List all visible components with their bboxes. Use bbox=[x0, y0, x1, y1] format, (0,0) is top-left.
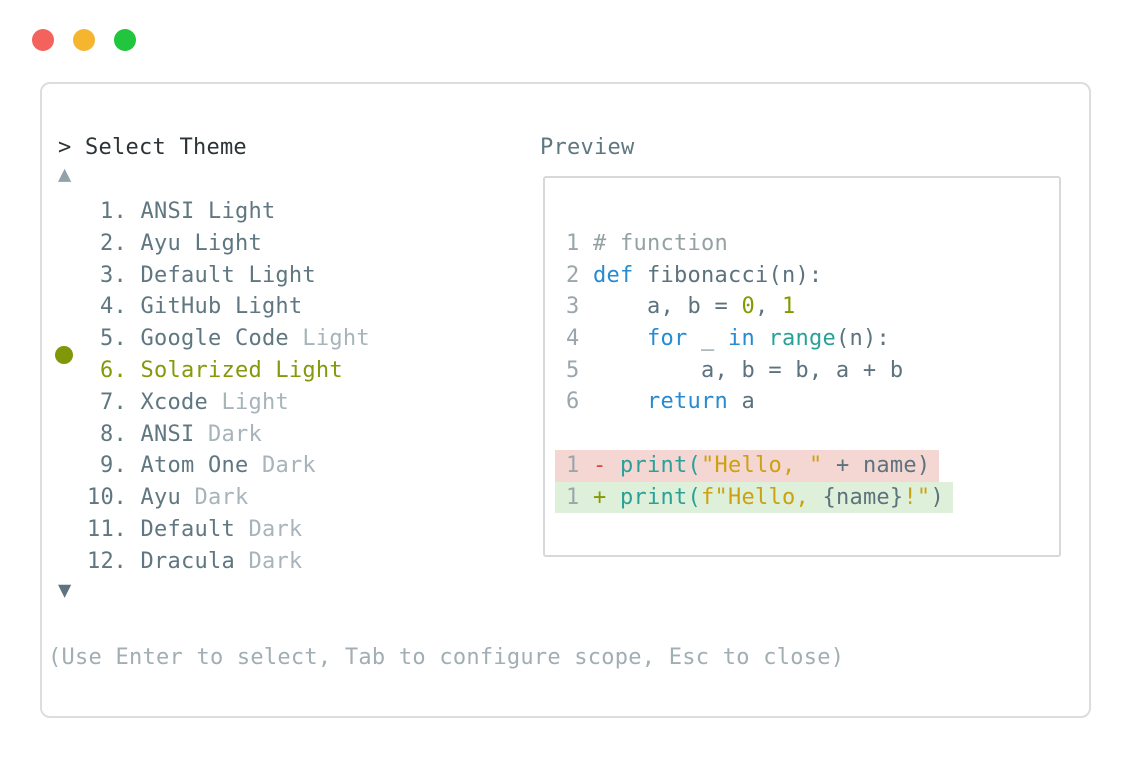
theme-name: ANSI Light bbox=[140, 199, 276, 224]
preview-label: Preview bbox=[540, 135, 635, 160]
theme-number: 1 bbox=[99, 199, 114, 224]
theme-number: 7 bbox=[99, 389, 114, 415]
close-button[interactable] bbox=[32, 29, 54, 51]
theme-number-separator: . bbox=[113, 326, 141, 352]
theme-number: 3 bbox=[99, 262, 114, 288]
theme-variant-dim: Dark bbox=[234, 516, 303, 542]
theme-variant-dim: Dark bbox=[194, 421, 262, 447]
preview-box: 1 # function 2 def fibonacci(n): 3 a, b = … bbox=[543, 176, 1061, 557]
theme-list-item[interactable]: 1. ANSI Light bbox=[54, 196, 370, 228]
theme-variant-dim: Dark bbox=[234, 548, 303, 574]
theme-number: 10 bbox=[87, 485, 114, 511]
theme-name: Atom One bbox=[140, 453, 249, 479]
theme-variant-dim: Light bbox=[207, 389, 289, 415]
line-number: 1 bbox=[566, 452, 580, 478]
theme-list-item[interactable]: 10. Ayu Dark bbox=[54, 482, 370, 514]
theme-number-separator: . bbox=[113, 548, 141, 574]
theme-number: 2 bbox=[99, 230, 114, 256]
theme-list-item[interactable]: 5. Google Code Light bbox=[54, 323, 370, 355]
line-number: 2 bbox=[566, 262, 580, 288]
theme-number: 4 bbox=[99, 294, 114, 320]
theme-number-separator: . bbox=[113, 516, 141, 542]
theme-list-item[interactable]: 9. Atom One Dark bbox=[54, 450, 370, 482]
theme-variant-dim: Light bbox=[288, 326, 370, 352]
theme-variant-dim: Dark bbox=[248, 453, 316, 479]
theme-name: Solarized Light bbox=[140, 357, 343, 383]
theme-number-separator: . bbox=[113, 199, 141, 224]
theme-list-item[interactable]: 2. Ayu Light bbox=[54, 228, 370, 260]
theme-name: Default Light bbox=[140, 262, 316, 288]
code-line: 3 a, b = 0, 1 bbox=[566, 294, 796, 320]
theme-name: Ayu bbox=[140, 485, 181, 511]
line-number: 3 bbox=[566, 294, 580, 320]
theme-name: Default bbox=[140, 516, 235, 542]
preview-code: 1 # function 2 def fibonacci(n): 3 a, b = … bbox=[555, 228, 953, 514]
line-number: 1 bbox=[566, 484, 580, 510]
scroll-up-icon[interactable]: ▲ bbox=[58, 162, 72, 187]
theme-variant-dim: Dark bbox=[180, 485, 249, 511]
code-line bbox=[566, 418, 953, 450]
theme-name: Google Code bbox=[140, 326, 289, 352]
theme-number-separator: . bbox=[113, 230, 141, 256]
theme-number-separator: . bbox=[113, 262, 141, 288]
theme-number-separator: . bbox=[113, 485, 141, 511]
line-number: 5 bbox=[566, 357, 580, 383]
theme-list-item[interactable]: 6. Solarized Light bbox=[54, 355, 370, 387]
theme-number-separator: . bbox=[113, 357, 141, 383]
code-line: 5 a, b = b, a + b bbox=[566, 357, 904, 383]
theme-list-item[interactable]: 11. Default Dark bbox=[54, 514, 370, 546]
theme-number-separator: . bbox=[113, 294, 141, 320]
code-line: 1 # function bbox=[566, 231, 728, 256]
theme-name: Dracula bbox=[140, 548, 235, 574]
theme-number: 6 bbox=[99, 357, 114, 383]
theme-number-separator: . bbox=[113, 421, 141, 447]
theme-selector-dialog: > Select Theme ▲ 1. ANSI Light 2. Ayu Li… bbox=[40, 82, 1091, 718]
theme-list-item[interactable]: 7. Xcode Light bbox=[54, 387, 370, 419]
theme-number-separator: . bbox=[113, 389, 141, 415]
line-number: 1 bbox=[566, 231, 580, 256]
theme-number-separator: . bbox=[113, 453, 141, 479]
theme-number: 9 bbox=[99, 453, 114, 479]
theme-name: ANSI bbox=[140, 421, 195, 447]
theme-number: 12 bbox=[87, 548, 114, 574]
code-line: 2 def fibonacci(n): bbox=[566, 262, 823, 288]
minimize-button[interactable] bbox=[73, 29, 95, 51]
theme-list-item[interactable]: 8. ANSI Dark bbox=[54, 419, 370, 451]
theme-name: Ayu Light bbox=[140, 230, 262, 256]
theme-number: 5 bbox=[99, 326, 114, 352]
theme-list: 1. ANSI Light 2. Ayu Light 3. Default Li… bbox=[54, 196, 370, 578]
theme-name: Xcode bbox=[140, 389, 208, 415]
line-number: 4 bbox=[566, 326, 580, 352]
scroll-down-icon[interactable]: ▼ bbox=[58, 578, 72, 603]
help-text: (Use Enter to select, Tab to configure s… bbox=[48, 645, 845, 670]
maximize-button[interactable] bbox=[114, 29, 136, 51]
code-line: 1 - print("Hello, " + name) bbox=[555, 449, 953, 482]
code-line: 4 for _ in range(n): bbox=[566, 326, 890, 352]
theme-number: 11 bbox=[87, 516, 114, 542]
theme-list-item[interactable]: 4. GitHub Light bbox=[54, 291, 370, 323]
theme-list-item[interactable]: 12. Dracula Dark bbox=[54, 546, 370, 578]
theme-name: GitHub Light bbox=[140, 294, 303, 320]
window-controls bbox=[32, 29, 136, 51]
theme-list-item[interactable]: 3. Default Light bbox=[54, 260, 370, 292]
dialog-title: > Select Theme bbox=[58, 135, 247, 160]
code-line: 6 return a bbox=[566, 389, 755, 415]
theme-number: 8 bbox=[99, 421, 114, 447]
line-number: 6 bbox=[566, 389, 580, 415]
code-line: 1 + print(f"Hello, {name}!") bbox=[555, 481, 953, 514]
